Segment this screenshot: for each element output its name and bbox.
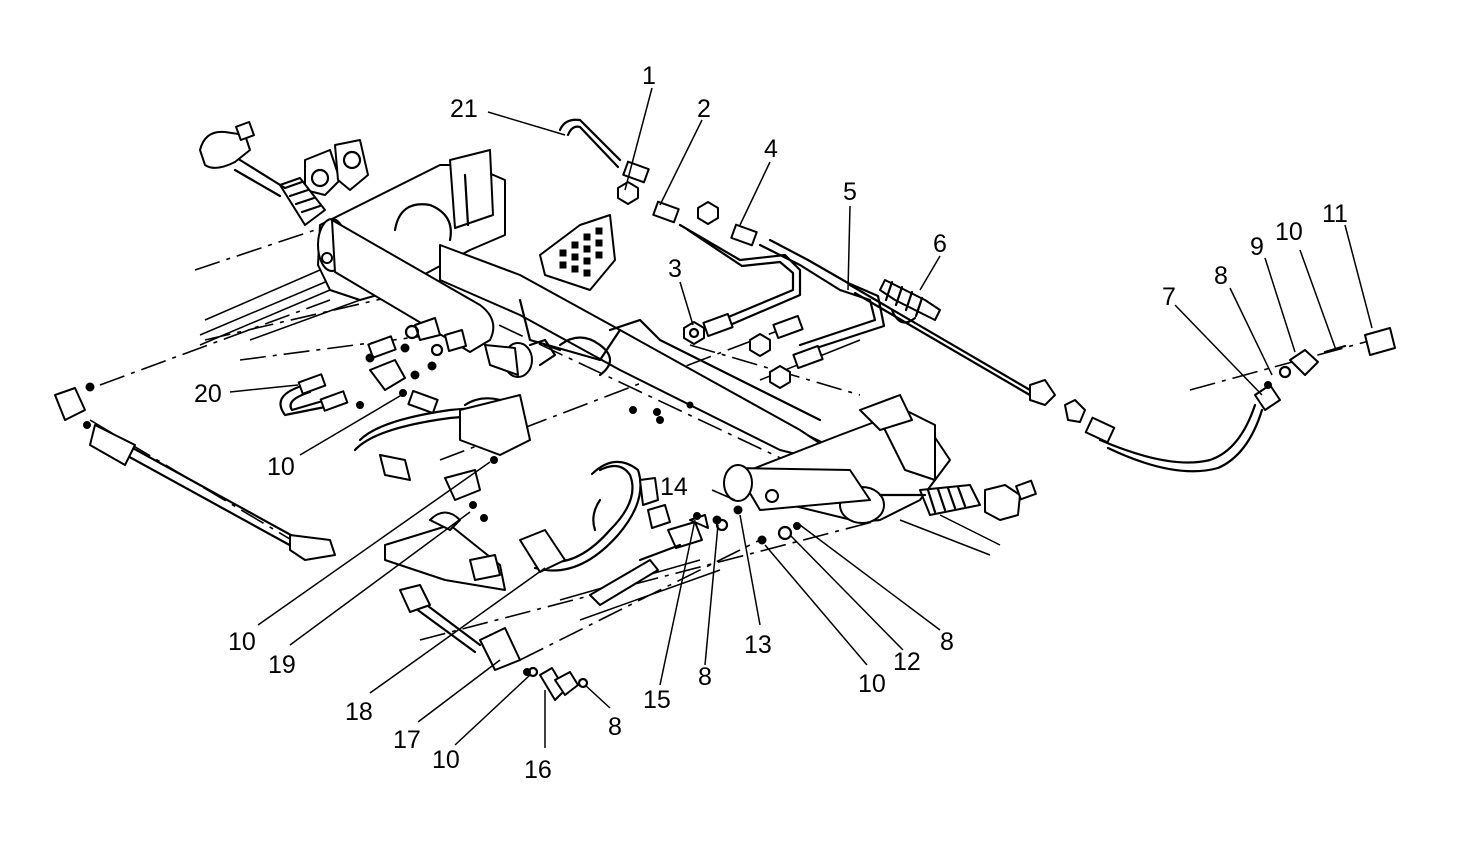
callout-10-left: 10 — [267, 453, 295, 481]
center-frame — [439, 214, 831, 461]
callout-8-top: 8 — [1214, 262, 1228, 290]
callout-labels: 1 2 3 4 5 6 7 8 9 10 11 21 20 10 14 10 1… — [194, 62, 1348, 784]
callout-3: 3 — [668, 255, 682, 283]
hydraulic-lines — [558, 118, 1264, 473]
callout-13: 13 — [744, 631, 772, 659]
callout-10-top: 10 — [1275, 218, 1303, 246]
callout-2: 2 — [697, 95, 711, 123]
callout-11: 11 — [1322, 200, 1348, 228]
fittings — [83, 160, 1396, 701]
hoses — [54, 387, 642, 671]
callout-8-right: 8 — [940, 628, 954, 656]
callout-10-bottom: 10 — [432, 746, 460, 774]
callout-6: 6 — [933, 230, 947, 258]
brackets — [384, 394, 531, 591]
callout-10-right: 10 — [858, 670, 886, 698]
callout-8-middle: 8 — [698, 663, 712, 691]
callout-14: 14 — [660, 473, 688, 501]
callout-7: 7 — [1162, 283, 1176, 311]
callout-4: 4 — [764, 135, 778, 163]
steering-cylinder — [199, 121, 506, 353]
callout-9: 9 — [1250, 233, 1264, 261]
callout-5: 5 — [843, 178, 857, 206]
center-lines — [89, 224, 1381, 661]
callout-20: 20 — [194, 380, 222, 408]
callout-15: 15 — [643, 686, 671, 714]
callout-12: 12 — [893, 648, 921, 676]
callout-1: 1 — [642, 62, 656, 90]
callout-21: 21 — [450, 95, 478, 123]
callout-8-bottom: 8 — [608, 713, 622, 741]
leader-lines — [229, 87, 1373, 748]
callout-18: 18 — [345, 698, 373, 726]
callout-17: 17 — [393, 726, 421, 754]
callout-10-bottom-left: 10 — [228, 628, 256, 656]
callout-19: 19 — [268, 651, 296, 679]
right-cylinder — [723, 394, 1037, 524]
callout-16: 16 — [524, 756, 552, 784]
